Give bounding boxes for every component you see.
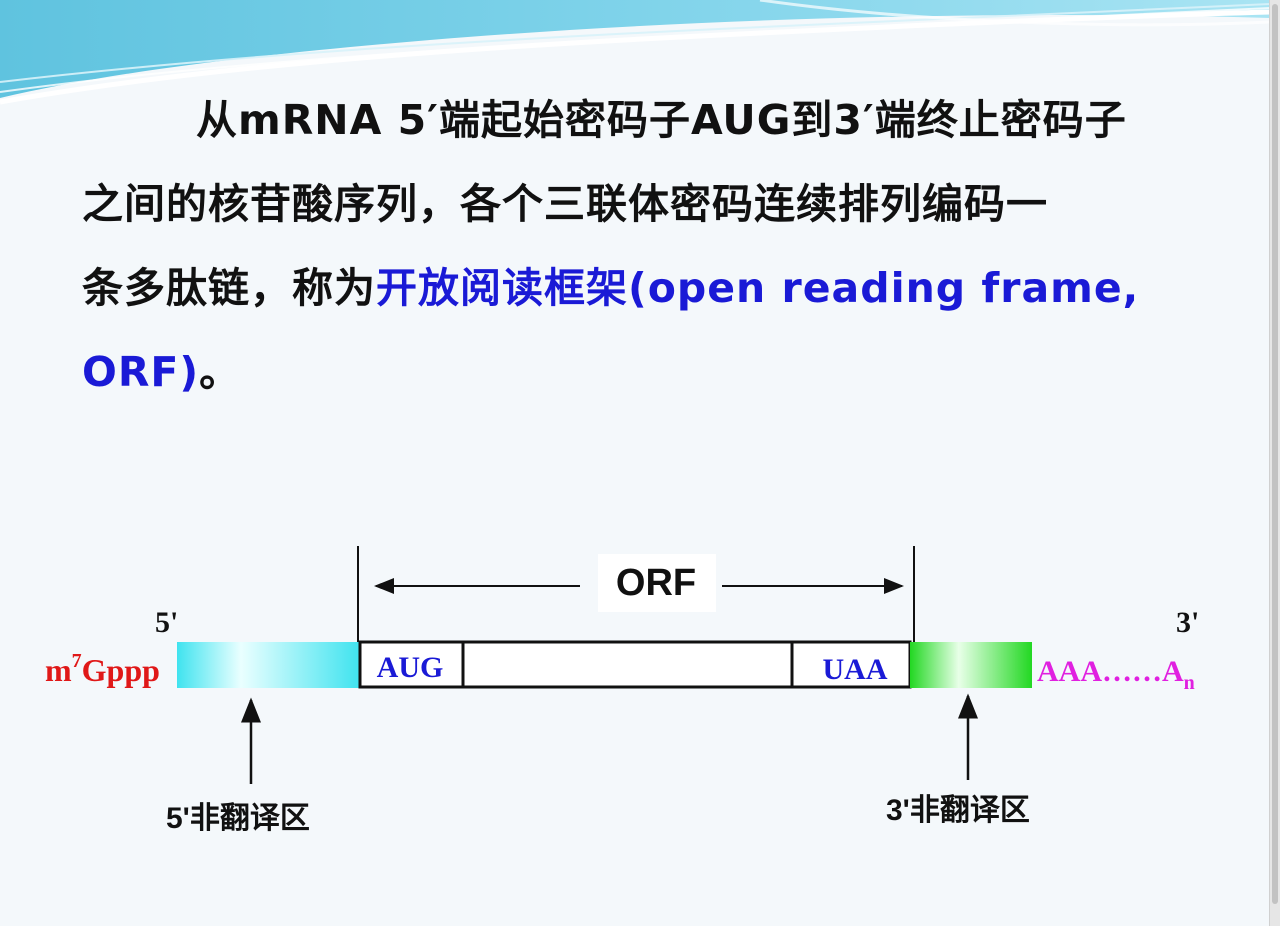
cap-label: m7Gppp bbox=[45, 650, 160, 688]
orf-label: ORF bbox=[616, 562, 696, 604]
orf-term-highlight: 开放阅读框架(open reading frame, bbox=[376, 264, 1140, 312]
paragraph-line-4-suffix: 。 bbox=[199, 348, 242, 396]
paragraph-line-3-prefix: 条多肽链，称为 bbox=[82, 264, 376, 312]
three-prime-label: 3' bbox=[1176, 606, 1199, 639]
scrollbar-thumb[interactable] bbox=[1272, 4, 1278, 904]
coding-region bbox=[358, 640, 912, 689]
start-codon-label: AUG bbox=[377, 651, 444, 684]
utr3-label: 3'非翻译区 bbox=[886, 794, 1030, 827]
polya-tail-label: AAA……An bbox=[1037, 655, 1195, 694]
five-prime-label: 5' bbox=[155, 606, 178, 639]
paragraph-line-3: 条多肽链，称为开放阅读框架(open reading frame, bbox=[82, 244, 1182, 332]
utr3-region bbox=[910, 642, 1032, 688]
utr5-region bbox=[177, 642, 360, 688]
paragraph-line-4: ORF)。 bbox=[82, 328, 1182, 416]
header-wave-decoration bbox=[0, 0, 1270, 110]
paragraph-line-2: 之间的核苷酸序列，各个三联体密码连续排列编码一 bbox=[82, 180, 1048, 228]
paragraph-line-1: 从mRNA 5′端起始密码子AUG到3′端终止密码子 bbox=[196, 96, 1127, 144]
utr5-label: 5'非翻译区 bbox=[166, 802, 310, 835]
mrna-orf-diagram: ORF 5' 3' m7Gppp AUG UAA AAA……An 5'非翻译区 … bbox=[45, 546, 1199, 835]
stop-codon-label: UAA bbox=[823, 653, 888, 686]
orf-abbrev-highlight: ORF) bbox=[82, 348, 200, 396]
vertical-scrollbar[interactable] bbox=[1269, 0, 1280, 926]
